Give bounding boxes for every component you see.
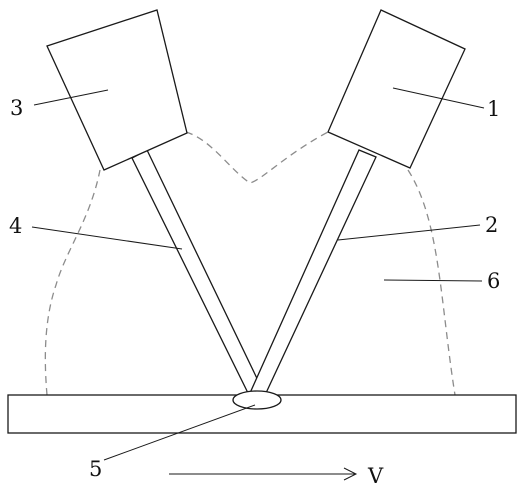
velocity-arrow-head	[343, 467, 358, 481]
leader-line-5	[103, 404, 256, 461]
label-torch-right: 1	[487, 97, 500, 121]
label-wire-right: 2	[485, 213, 498, 237]
leader-line-4	[31, 226, 183, 250]
shielding-gas-boundary	[44, 131, 456, 396]
leader-line-3	[33, 89, 109, 106]
electrode-wire-left	[131, 149, 266, 394]
label-torch-left: 3	[10, 96, 23, 120]
leader-line-6	[383, 279, 483, 282]
leader-line-1	[392, 87, 485, 109]
leader-line-2	[337, 224, 481, 241]
label-wire-left: 4	[9, 214, 22, 238]
torch-head-left	[46, 9, 188, 171]
label-weld-pool: 5	[89, 457, 102, 481]
electrode-wire-right	[248, 149, 377, 394]
label-shield-region: 6	[487, 269, 500, 293]
label-velocity: V	[367, 464, 384, 488]
weld-pool	[232, 390, 282, 410]
